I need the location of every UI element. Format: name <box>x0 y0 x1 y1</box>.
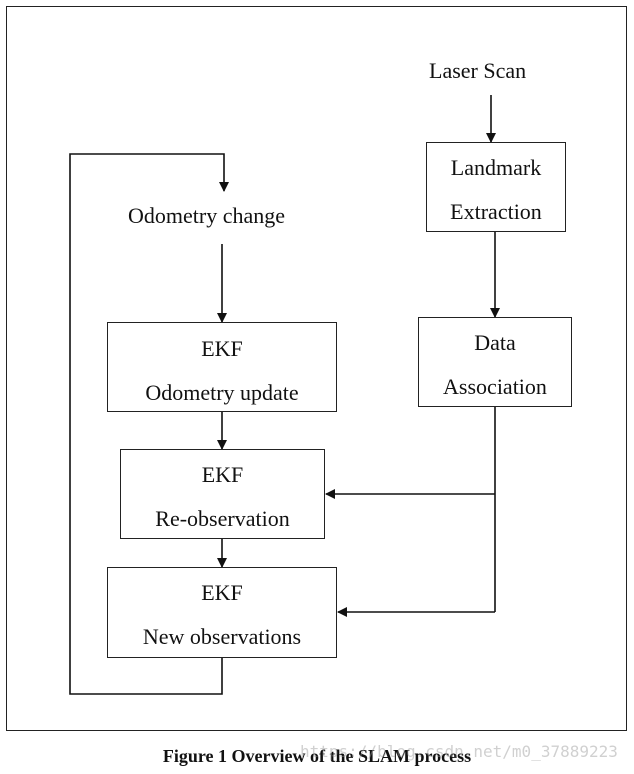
ekf-new-observations-line1: EKF <box>201 580 243 605</box>
watermark: https://blog.csdn.net/m0_37889223 <box>300 742 618 761</box>
ekf-reobservation-line2: Re-observation <box>155 506 290 531</box>
landmark-extraction-box: Landmark Extraction <box>426 142 566 232</box>
figure-caption: Figure 1 Overview of the SLAM process <box>162 746 472 766</box>
ekf-odometry-update-line2: Odometry update <box>145 380 299 405</box>
figure-frame <box>6 6 627 731</box>
data-association-line2: Association <box>443 374 547 399</box>
ekf-reobservation-line1: EKF <box>201 462 244 487</box>
ekf-reobservation-box: EKF Re-observation <box>120 449 325 539</box>
laser-scan-label: Laser Scan <box>429 58 527 83</box>
ekf-odometry-update-line1: EKF <box>201 336 243 361</box>
odometry-change-label: Odometry change <box>128 203 285 228</box>
landmark-extraction-line2: Extraction <box>450 199 542 224</box>
landmark-extraction-line1: Landmark <box>450 155 542 180</box>
data-association-line1: Data <box>474 330 516 355</box>
edge-feedback-loop <box>69 153 229 695</box>
data-association-box: Data Association <box>418 317 572 407</box>
ekf-new-observations-box: EKF New observations <box>107 567 337 658</box>
ekf-odometry-update-box: EKF Odometry update <box>107 322 337 412</box>
ekf-new-observations-line2: New observations <box>142 624 302 649</box>
